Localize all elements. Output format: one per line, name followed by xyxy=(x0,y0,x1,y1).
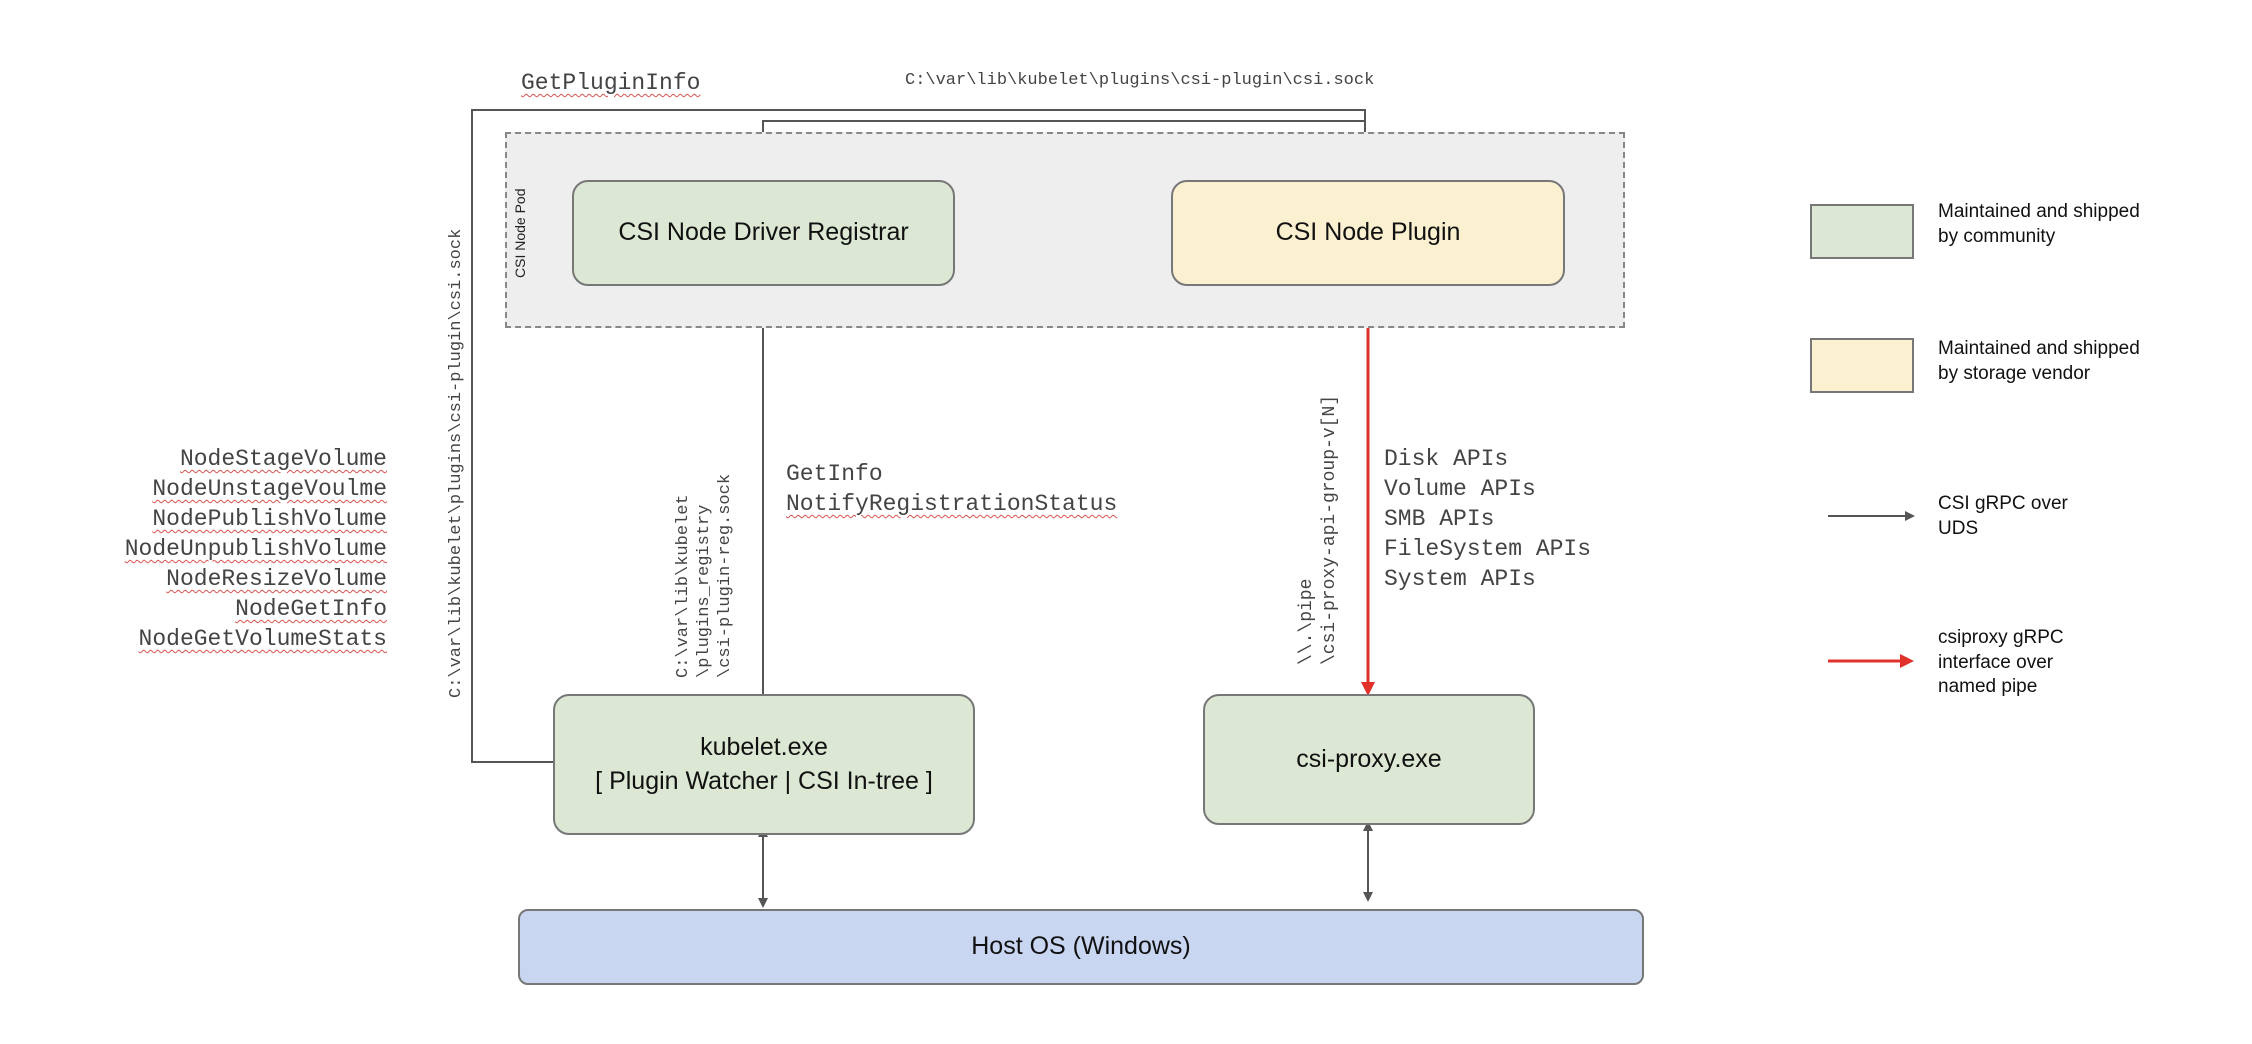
legend-vendor-line2: by storage vendor xyxy=(1938,362,2091,384)
registrar-label: CSI Node Driver Registrar xyxy=(618,218,909,247)
legend-community-swatch xyxy=(1810,204,1914,259)
csi-node-driver-registrar-box: CSI Node Driver Registrar xyxy=(572,180,955,286)
legend-pipe-text: csiproxy gRPC interface over named pipe xyxy=(1938,626,2198,700)
get-plugin-info-label: GetPluginInfo xyxy=(521,70,701,96)
csi-sock-vertical-label: C:\var\lib\kubelet\plugins\csi-plugin\cs… xyxy=(447,228,466,698)
kubelet-box: kubelet.exe [ Plugin Watcher | CSI In-tr… xyxy=(553,694,975,835)
host-os-box: Host OS (Windows) xyxy=(518,909,1644,985)
legend-uds-line2: UDS xyxy=(1938,517,1979,539)
node-api-item: NodeResizeVolume xyxy=(166,566,387,592)
node-api-item: NodeUnstageVoulme xyxy=(152,476,387,502)
reg-sock-line2: \plugins_registry xyxy=(695,504,714,678)
legend-vendor-line1: Maintained and shipped xyxy=(1938,338,2140,359)
node-api-item: NodePublishVolume xyxy=(152,506,387,532)
legend-pipe-line2: interface over xyxy=(1938,651,2054,673)
legend-community-text: Maintained and shipped by community xyxy=(1938,200,2198,249)
reg-sock-label: C:\var\lib\kubelet \plugins_registry \cs… xyxy=(673,474,736,678)
csiproxy-label: csi-proxy.exe xyxy=(1296,744,1442,773)
node-api-item: NodeStageVolume xyxy=(179,446,387,472)
legend-pipe-line1: csiproxy gRPC xyxy=(1938,627,2064,648)
proxy-api-item: SMB APIs xyxy=(1384,506,1495,532)
legend-vendor-swatch xyxy=(1810,338,1914,393)
node-api-list: NodeStageVolume NodeUnstageVoulme NodePu… xyxy=(60,444,387,654)
get-info-label: GetInfo xyxy=(786,461,883,487)
legend-uds-line1: CSI gRPC over xyxy=(1938,493,2068,514)
reg-sock-line3: \csi-plugin-reg.sock xyxy=(716,473,735,678)
proxy-api-item: Disk APIs xyxy=(1384,446,1509,472)
pipe-path-label: \\.\pipe \csi-proxy-api-group-v[N] xyxy=(1296,395,1342,665)
kubelet-components-label: [ Plugin Watcher | CSI In-tree ] xyxy=(595,766,933,795)
kubelet-label: kubelet.exe xyxy=(700,732,828,761)
legend-vendor-text: Maintained and shipped by storage vendor xyxy=(1938,337,2198,386)
node-api-item: NodeUnpublishVolume xyxy=(124,536,387,562)
legend-pipe-line3: named pipe xyxy=(1938,676,2038,698)
pipe-path-line1: \\.\pipe xyxy=(1297,578,1317,665)
proxy-api-list: Disk APIs Volume APIs SMB APIs FileSyste… xyxy=(1384,444,1591,594)
plugin-label: CSI Node Plugin xyxy=(1275,218,1461,247)
node-api-item: NodeGetInfo xyxy=(235,596,387,622)
proxy-api-item: System APIs xyxy=(1384,566,1536,592)
notify-registration-label: NotifyRegistrationStatus xyxy=(786,491,1118,517)
csi-node-plugin-box: CSI Node Plugin xyxy=(1171,180,1565,286)
csi-node-pod-label: CSI Node Pod xyxy=(512,188,528,279)
legend-community-line1: Maintained and shipped xyxy=(1938,201,2140,222)
reg-sock-line1: C:\var\lib\kubelet xyxy=(674,494,693,678)
proxy-api-item: FileSystem APIs xyxy=(1384,536,1592,562)
proxy-api-item: Volume APIs xyxy=(1384,476,1536,502)
hostos-label: Host OS (Windows) xyxy=(971,932,1191,961)
csi-proxy-box: csi-proxy.exe xyxy=(1203,694,1535,825)
registration-calls: GetInfo NotifyRegistrationStatus xyxy=(786,459,1117,519)
csi-sock-top-label: C:\var\lib\kubelet\plugins\csi-plugin\cs… xyxy=(905,71,1375,90)
legend-uds-text: CSI gRPC over UDS xyxy=(1938,492,2198,541)
node-api-item: NodeGetVolumeStats xyxy=(138,626,387,652)
pipe-path-line2: \csi-proxy-api-group-v[N] xyxy=(1320,394,1340,665)
legend-community-line2: by community xyxy=(1938,225,2056,247)
